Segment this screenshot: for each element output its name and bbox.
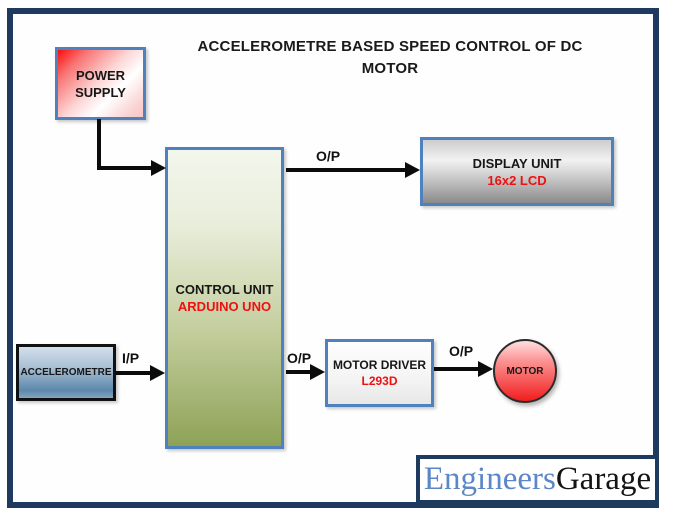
logo-text-engineers: Engineers [423,461,556,497]
control-to-driver-connector [286,370,311,374]
accel-to-control-arrowhead-icon [150,365,165,381]
logo-text-garage: Garage [555,461,652,497]
driver-to-motor-arrowhead-icon [478,361,493,377]
control-unit-label: CONTROL UNIT [175,282,274,297]
display-unit-label: DISPLAY UNIT [472,155,562,171]
power-to-control-connector-vertical [97,119,101,170]
accelerometer-label: ACCELEROMETRE [20,367,112,378]
power-to-control-connector-horizontal [97,166,151,170]
accelerometer-block: ACCELEROMETRE [16,344,116,401]
power-supply-label: POWER SUPPLY [75,67,126,100]
control-unit-block: CONTROL UNIT ARDUINO UNO [165,147,284,449]
motor-driver-block: MOTOR DRIVER L293D [325,339,434,407]
input-label-accelerometer: I/P [122,350,140,366]
motor-driver-label: MOTOR DRIVER [332,358,427,372]
diagram-title-line2: MOTOR [361,60,419,77]
motor-block: MOTOR [493,339,557,403]
motor-label: MOTOR [506,365,544,377]
control-to-driver-arrowhead-icon [310,364,325,380]
output-label-motor: O/P [449,343,474,359]
driver-to-motor-connector [434,367,479,371]
power-supply-block: POWER SUPPLY [55,47,146,120]
diagram-title: ACCELEROMETRE BASED SPEED CONTROL OF DC … [130,36,650,80]
accel-to-control-connector [115,371,151,375]
display-unit-sublabel: 16x2 LCD [487,172,547,188]
control-unit-sublabel: ARDUINO UNO [177,299,272,314]
control-to-display-arrowhead-icon [405,162,420,178]
control-to-display-connector [286,168,406,172]
display-unit-block: DISPLAY UNIT 16x2 LCD [420,137,614,206]
motor-driver-sublabel: L293D [361,374,398,388]
diagram-title-line1: ACCELEROMETRE BASED SPEED CONTROL OF DC [197,38,583,55]
output-label-display: O/P [316,148,341,164]
output-label-driver: O/P [287,350,312,366]
power-to-control-arrowhead-icon [151,160,166,176]
